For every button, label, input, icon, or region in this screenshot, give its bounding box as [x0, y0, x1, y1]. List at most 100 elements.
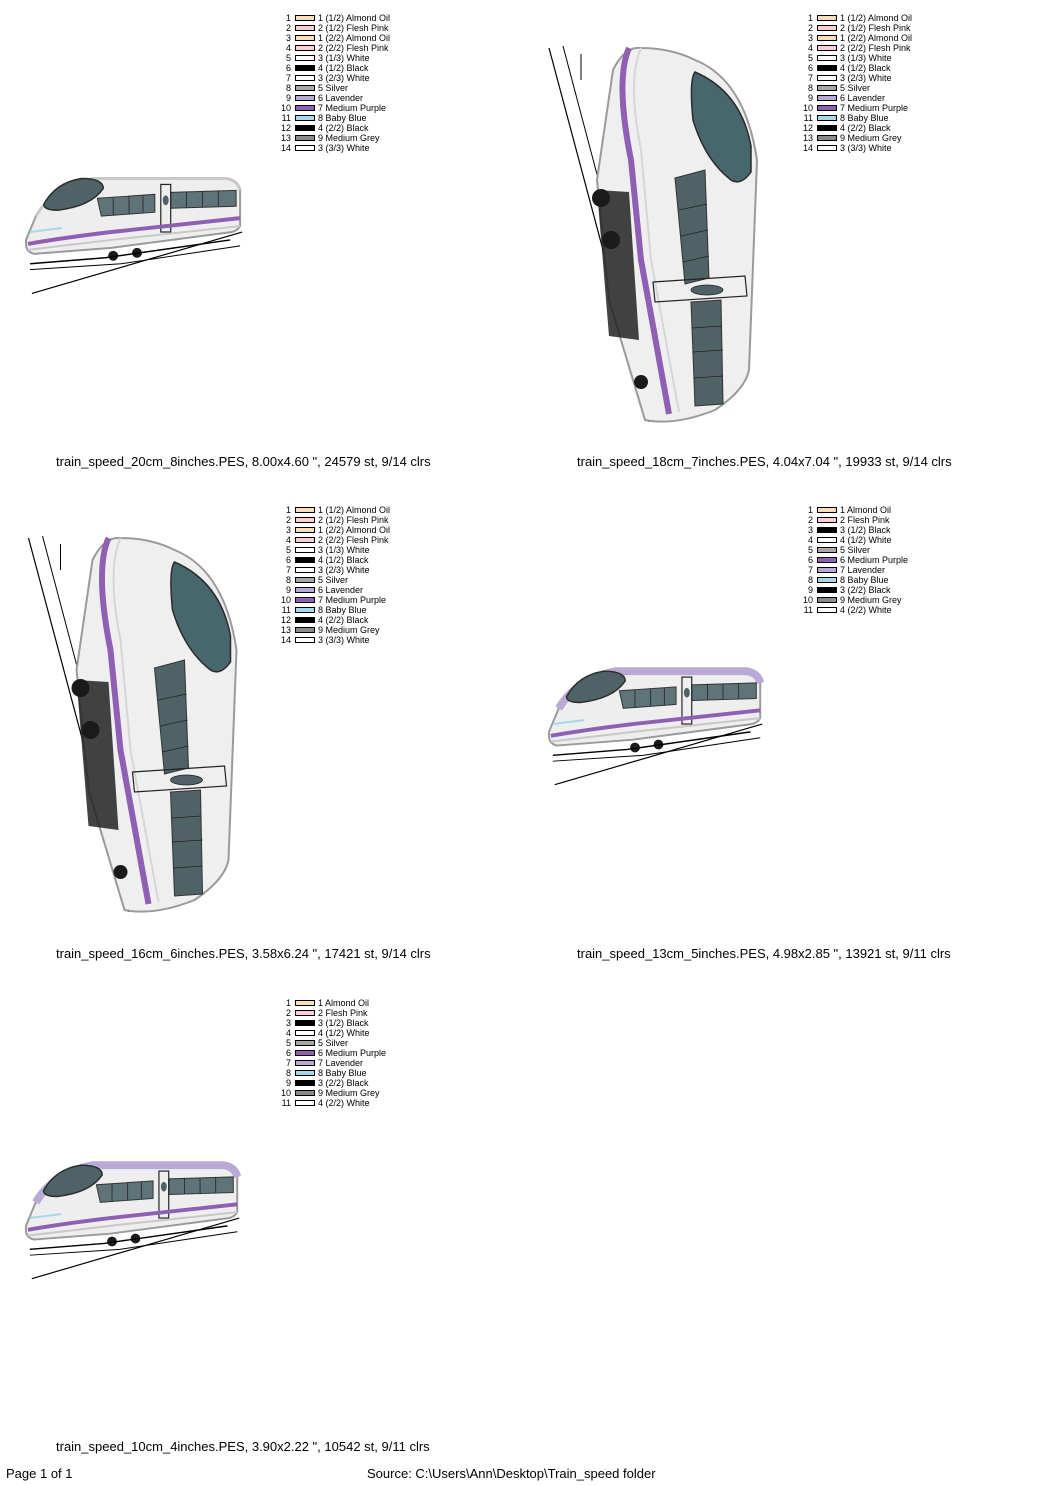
legend-color-label: 4 (2/2) White [840, 605, 892, 615]
legend-step-number: 7 [285, 1058, 291, 1068]
color-swatch [295, 557, 315, 563]
legend-row: 8 5 Silver [799, 83, 912, 93]
legend-step-number: 6 [285, 63, 291, 73]
color-swatch [295, 1040, 315, 1046]
legend-step-number: 8 [285, 1068, 291, 1078]
legend-color-label: 3 (1/2) Black [840, 525, 891, 535]
legend-step-number: 10 [280, 103, 291, 113]
legend-step-number: 12 [802, 123, 813, 133]
color-swatch [295, 75, 315, 81]
legend-step-number: 11 [803, 113, 813, 123]
legend-color-label: 4 (2/2) White [318, 1098, 370, 1108]
legend-step-number: 10 [802, 595, 813, 605]
legend-row: 6 4 (1/2) Black [277, 63, 390, 73]
color-swatch [295, 105, 315, 111]
legend-color-label: 5 Silver [840, 83, 871, 93]
legend-step-number: 1 [807, 505, 813, 515]
color-swatch [295, 547, 315, 553]
train-front-view-2 [27, 535, 238, 913]
legend-color-label: 1 (1/2) Almond Oil [318, 13, 391, 23]
legend-color-label: 4 (2/2) Black [318, 123, 369, 133]
train-front-view-1 [548, 45, 759, 423]
color-swatch [817, 135, 837, 141]
legend-step-number: 2 [807, 23, 813, 33]
legend-color-label: 1 (2/2) Almond Oil [318, 33, 391, 43]
color-swatch [817, 547, 837, 553]
legend-step-number: 1 [285, 13, 291, 23]
color-swatch [295, 607, 315, 613]
legend-step-number: 4 [285, 43, 291, 53]
color-swatch [295, 617, 315, 623]
design-caption-0: train_speed_20cm_8inches.PES, 8.00x4.60 … [56, 454, 431, 469]
color-swatch [295, 627, 315, 633]
color-swatch [817, 607, 837, 613]
legend-step-number: 6 [807, 555, 813, 565]
color-swatch [817, 517, 837, 523]
color-swatch [817, 597, 837, 603]
color-swatch [817, 145, 837, 151]
color-swatch [295, 1100, 315, 1106]
legend-color-label: 4 (1/2) Black [318, 555, 369, 565]
legend-color-label: 3 (2/3) White [318, 565, 370, 575]
legend-step-number: 10 [280, 595, 291, 605]
legend-row: 7 3 (2/3) White [277, 565, 390, 575]
color-swatch [295, 145, 315, 151]
legend-color-label: 9 Medium Grey [318, 625, 380, 635]
legend-step-number: 5 [807, 53, 813, 63]
legend-color-label: 8 Baby Blue [318, 113, 367, 123]
legend-step-number: 3 [285, 1018, 291, 1028]
legend-color-label: 2 Flesh Pink [840, 515, 890, 525]
legend-color-label: 6 Medium Purple [318, 1048, 387, 1058]
color-swatch [295, 45, 315, 51]
legend-step-number: 4 [807, 43, 813, 53]
legend-color-label: 2 (2/2) Flesh Pink [318, 535, 389, 545]
legend-step-number: 6 [285, 555, 291, 565]
legend-step-number: 7 [285, 565, 291, 575]
legend-color-label: 9 Medium Grey [318, 133, 380, 143]
color-swatch [295, 587, 315, 593]
legend-color-label: 5 Silver [318, 575, 349, 585]
color-swatch [295, 135, 315, 141]
legend-step-number: 3 [285, 33, 291, 43]
legend-color-label: 4 (1/2) White [318, 1028, 370, 1038]
legend-color-label: 3 (2/3) White [318, 73, 370, 83]
color-swatch [817, 15, 837, 21]
legend-color-label: 3 (1/2) Black [318, 1018, 369, 1028]
legend-color-label: 4 (1/2) Black [840, 63, 891, 73]
color-swatch [295, 507, 315, 513]
color-swatch [817, 125, 837, 131]
color-swatch [295, 65, 315, 71]
legend-color-label: 4 (2/2) Black [318, 615, 369, 625]
legend-color-label: 7 Lavender [840, 565, 886, 575]
legend-step-number: 8 [807, 83, 813, 93]
legend-step-number: 12 [280, 615, 291, 625]
color-swatch [295, 527, 315, 533]
legend-color-label: 2 (1/2) Flesh Pink [318, 515, 389, 525]
legend-color-label: 9 Medium Grey [840, 595, 902, 605]
legend-color-label: 4 (1/2) Black [318, 63, 369, 73]
legend-color-label: 1 Almond Oil [840, 505, 892, 515]
legend-color-label: 5 Silver [840, 545, 871, 555]
train-thumbnail-1 [548, 45, 759, 423]
legend-step-number: 11 [281, 605, 291, 615]
train-thumbnail-2 [27, 535, 238, 913]
